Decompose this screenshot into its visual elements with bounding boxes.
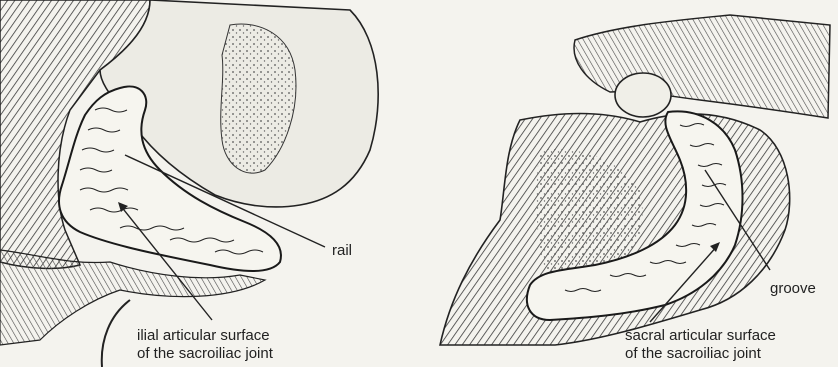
sacral-label-line1: sacral articular surface xyxy=(625,327,776,345)
sacrum-knob xyxy=(615,73,671,117)
groove-label: groove xyxy=(770,280,816,298)
sacral-articular-surface-label: sacral articular surface of the sacroili… xyxy=(625,327,776,363)
sacrum-top-vertebra xyxy=(574,15,830,118)
ilial-label-line1: ilial articular surface xyxy=(137,327,273,345)
sacral-label-line2: of the sacroiliac joint xyxy=(625,345,776,363)
ilial-label-line2: of the sacroiliac joint xyxy=(137,345,273,363)
ilium-lower-curve xyxy=(102,300,130,367)
rail-label: rail xyxy=(332,242,352,260)
ilial-articular-surface-label: ilial articular surface of the sacroilia… xyxy=(137,327,273,363)
ilium-drawing xyxy=(0,0,378,367)
